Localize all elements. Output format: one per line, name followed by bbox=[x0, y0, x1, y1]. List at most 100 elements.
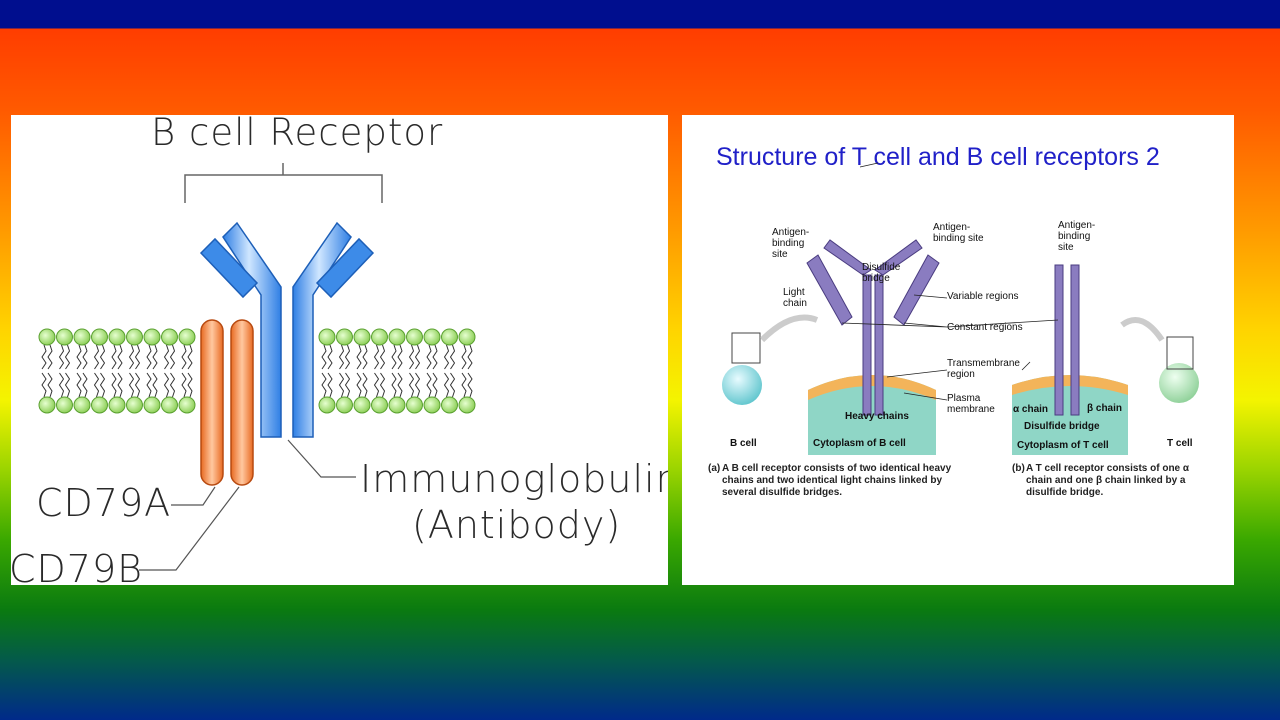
lipid-tail bbox=[338, 344, 351, 370]
immunoglobulin-label: Immunoglobulin bbox=[360, 457, 668, 501]
lipid-head bbox=[406, 328, 423, 346]
label-variable-regions: Variable regions bbox=[947, 291, 1019, 302]
lipid-tail bbox=[163, 344, 176, 370]
alpha-chain bbox=[1054, 264, 1064, 416]
lipid-tail bbox=[41, 372, 53, 398]
lipid-tail bbox=[373, 372, 386, 398]
b-cell-membrane bbox=[808, 375, 936, 400]
lipid-tail bbox=[356, 344, 368, 370]
lipid-tail bbox=[181, 344, 193, 370]
label-heavy-chains: Heavy chains bbox=[845, 411, 909, 422]
heavy-arm-left bbox=[823, 239, 872, 276]
lipid-tail bbox=[461, 344, 473, 370]
lipid-bilayer-right bbox=[318, 328, 476, 414]
figure-leaders bbox=[841, 162, 1059, 401]
bcr-diagram-panel: B cell Receptor Immunoglobulin (Antibody… bbox=[11, 115, 668, 585]
bcr-title: B cell Receptor bbox=[151, 115, 444, 154]
lipid-tail bbox=[111, 372, 123, 398]
label-constant-regions: Constant regions bbox=[947, 322, 1023, 333]
lipid-tail bbox=[321, 372, 333, 398]
lipid-head bbox=[318, 396, 336, 414]
lipid-head bbox=[336, 396, 353, 414]
light-chain-right bbox=[315, 237, 375, 299]
lipid-head bbox=[318, 328, 336, 346]
beta-chain bbox=[1070, 264, 1080, 416]
bcr-diagram bbox=[38, 163, 476, 571]
heavy-chain-b bbox=[874, 274, 884, 416]
t-cell-zoom-box bbox=[1166, 336, 1194, 370]
lipid-tail bbox=[321, 344, 333, 370]
lipid-tail bbox=[443, 372, 456, 398]
lipid-head bbox=[458, 328, 476, 346]
lipid-tail bbox=[76, 372, 88, 398]
lipid-head bbox=[38, 328, 56, 346]
lipid-tail bbox=[58, 372, 71, 398]
tcr-bcr-figure-panel: Structure of T cell and B cell receptors… bbox=[682, 115, 1234, 585]
lipid-head bbox=[108, 396, 126, 414]
lipid-head bbox=[423, 396, 441, 414]
lipid-tail bbox=[76, 344, 88, 370]
heavy-chain-a bbox=[862, 274, 872, 416]
lipid-head bbox=[143, 328, 161, 346]
tcr-bcr-figure bbox=[722, 162, 1199, 455]
label-light-chain: Light chain bbox=[783, 287, 807, 309]
lipid-head bbox=[126, 396, 143, 414]
caption-a: A B cell receptor consists of two identi… bbox=[722, 463, 952, 498]
caption-a-tag: (a) bbox=[708, 463, 721, 474]
lipid-tail bbox=[338, 372, 351, 398]
label-beta-chain: β chain bbox=[1087, 403, 1122, 414]
lipid-head bbox=[423, 328, 441, 346]
lipid-tail bbox=[111, 344, 123, 370]
label-antigen-site-mid: Antigen- binding site bbox=[933, 222, 984, 244]
lipid-tail bbox=[408, 344, 421, 370]
label-b-cell: B cell bbox=[730, 438, 757, 449]
lipid-head bbox=[73, 396, 91, 414]
bcr-light-chain-right bbox=[893, 254, 940, 326]
lipid-head bbox=[56, 328, 73, 346]
light-chain-left bbox=[199, 237, 259, 299]
label-t-cell: T cell bbox=[1167, 438, 1193, 449]
lipid-tail bbox=[426, 344, 438, 370]
figure-title: Structure of T cell and B cell receptors… bbox=[716, 143, 1160, 171]
lipid-tail bbox=[58, 344, 71, 370]
lipid-tail bbox=[163, 372, 176, 398]
lipid-tail bbox=[356, 372, 368, 398]
lipid-head bbox=[56, 396, 73, 414]
cd79a-leader bbox=[171, 486, 216, 506]
label-disulfide-bridge-t: Disulfide bridge bbox=[1024, 421, 1100, 432]
lipid-tail bbox=[41, 344, 53, 370]
label-transmembrane-region: Transmembrane region bbox=[947, 358, 1020, 380]
lipid-head bbox=[353, 396, 371, 414]
label-antigen-site-right: Antigen- binding site bbox=[1058, 220, 1096, 253]
lipid-head bbox=[161, 396, 178, 414]
lipid-head bbox=[371, 396, 388, 414]
t-cell-membrane bbox=[1012, 375, 1128, 395]
label-plasma-membrane: Plasma membrane bbox=[947, 393, 995, 415]
cd79a-chain bbox=[200, 319, 224, 486]
label-alpha-chain: α chain bbox=[1013, 404, 1049, 415]
lipid-tail bbox=[373, 344, 386, 370]
lipid-head bbox=[38, 396, 56, 414]
lipid-head bbox=[143, 396, 161, 414]
lipid-head bbox=[388, 328, 406, 346]
lipid-tail bbox=[93, 372, 106, 398]
lipid-head bbox=[178, 396, 196, 414]
b-cell-icon bbox=[722, 365, 762, 405]
bcr-bracket bbox=[184, 163, 383, 203]
lipid-head bbox=[441, 328, 458, 346]
label-cytoplasm-t: Cytoplasm of T cell bbox=[1017, 440, 1109, 451]
t-cell-icon bbox=[1159, 363, 1199, 403]
caption-b-tag: (b) bbox=[1012, 463, 1025, 474]
lipid-head bbox=[406, 396, 423, 414]
lipid-head bbox=[441, 396, 458, 414]
cd79a-label: CD79A bbox=[36, 481, 172, 525]
lipid-tail bbox=[426, 372, 438, 398]
lipid-tail bbox=[391, 344, 403, 370]
lipid-head bbox=[178, 328, 196, 346]
lipid-tail bbox=[146, 344, 158, 370]
lipid-head bbox=[371, 328, 388, 346]
lipid-tail bbox=[408, 372, 421, 398]
lipid-head bbox=[108, 328, 126, 346]
lipid-tail bbox=[461, 372, 473, 398]
